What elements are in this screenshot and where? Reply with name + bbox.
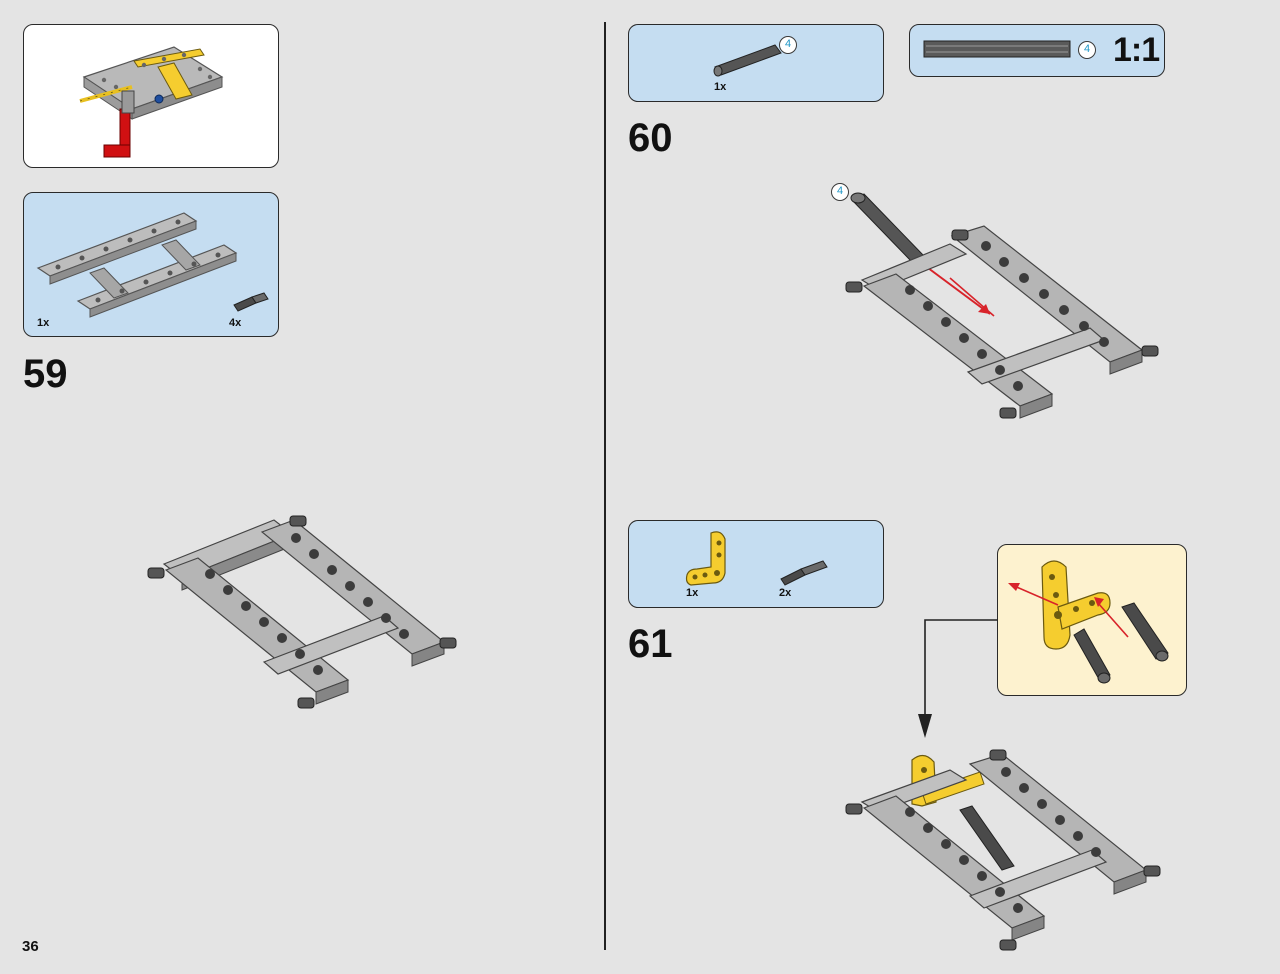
callout-connector-arrow xyxy=(918,619,998,738)
axle-pin-icon xyxy=(233,292,269,312)
step61-subassembly-callout xyxy=(997,544,1187,696)
step59-number: 59 xyxy=(23,352,68,396)
step61-parts-box: 1x 2x xyxy=(628,520,884,608)
step61-frame-illustration xyxy=(845,749,1161,951)
friction-pin-icon xyxy=(780,560,828,586)
scale-axle-icon xyxy=(923,40,1071,58)
step59-part-qty-2: 4x xyxy=(229,317,242,329)
yellow-l-beam-icon xyxy=(685,531,726,586)
step61-part-qty-1: 1x xyxy=(686,587,699,599)
frame-assembly-icon xyxy=(36,212,238,318)
step60-parts-box: 4 1x xyxy=(628,24,884,102)
step61-part-qty-2: 2x xyxy=(779,587,792,599)
step60-part-qty-1: 1x xyxy=(714,81,727,93)
step60-number: 60 xyxy=(628,116,673,160)
scale-label: 1:1 xyxy=(1113,31,1160,69)
page-number: 36 xyxy=(22,938,39,955)
step60-part-length-badge: 4 xyxy=(779,36,797,54)
step59-part-qty-1: 1x xyxy=(37,317,50,329)
scale-reference-box: 4 1:1 xyxy=(909,24,1165,77)
submodel-preview-box xyxy=(23,24,279,168)
step60-frame-illustration xyxy=(845,192,1159,419)
step61-number: 61 xyxy=(628,622,673,666)
step61-subassembly-image xyxy=(1008,560,1169,684)
step59-frame-illustration xyxy=(147,515,457,709)
scale-length-badge: 4 xyxy=(1078,41,1096,59)
step59-parts-box: 1x 4x xyxy=(23,192,279,337)
assembled-submodel-image xyxy=(79,46,224,158)
step60-callout-length-badge: 4 xyxy=(831,183,849,201)
axle-4-icon xyxy=(713,44,782,77)
page-divider xyxy=(604,22,606,950)
